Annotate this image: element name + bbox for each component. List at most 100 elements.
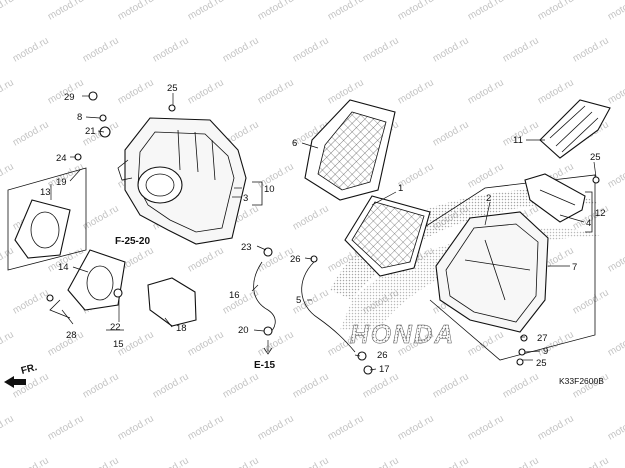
part-label-29: 29 [64,92,75,103]
part-label-23: 23 [241,242,252,253]
watermark-text: motod.ru [221,371,261,400]
watermark-text: motod.ru [11,371,51,400]
part-labels: 1 2 3 4 5 6 7 8 9 10 11 12 13 14 15 16 1… [40,83,606,375]
watermark-text: motod.ru [0,329,16,358]
drain-tube-5 [301,261,356,353]
diagram-code: K33F2600B [559,376,604,386]
group-frame-right [419,174,596,361]
watermark-text: motod.ru [571,35,611,64]
part-label-10: 10 [264,184,275,195]
air-filter-element [344,195,431,277]
part-label-27: 27 [537,333,548,344]
part-label-17: 17 [379,364,390,375]
watermark-text: motod.ru [291,35,331,64]
watermark-text: motod.ru [291,371,331,400]
watermark-text: motod.ru [81,203,121,232]
part-label-26-bottom: 26 [377,350,388,361]
watermark-text: motod.ru [291,203,331,232]
part-label-6: 6 [292,138,297,149]
side-cover [147,277,197,327]
part-label-28: 28 [66,330,77,341]
part-label-13: 13 [40,187,51,198]
watermark-text: motod.ru [536,77,576,106]
watermark-text: motod.ru [256,413,296,442]
watermark-text: motod.ru [256,329,296,358]
watermark-text: motod.ru [326,0,366,23]
watermark-text: motod.ru [221,287,261,316]
group-frame-left [7,167,87,271]
leader-lines [50,93,597,371]
watermark-text: motod.ru [606,329,625,358]
part-label-25-right: 25 [590,152,601,163]
watermark-text: motod.ru [46,0,86,23]
watermark-text: motod.ru [186,329,226,358]
watermark-text: motod.ru [81,455,121,468]
watermark-text: motod.ru [81,35,121,64]
intake-joint-left [14,199,71,259]
air-cleaner-lower-case [435,211,549,333]
intake-funnel [539,99,611,159]
group-frame-3 [252,181,263,206]
part-label-22: 22 [110,322,121,333]
watermark-text: motod.ru [151,455,191,468]
watermark-text: motod.ru [0,77,16,106]
watermark-text: motod.ru [571,455,611,468]
watermark-text: motod.ru [221,455,261,468]
watermark-text: motod.ru [0,0,16,23]
watermark-text: motod.ru [256,77,296,106]
group-frame-12 [585,191,593,233]
part-label-3: 3 [243,193,248,204]
watermark-text: motod.ru [431,35,471,64]
part-label-11: 11 [513,135,523,146]
watermark-text: motod.ru [606,161,625,190]
watermark-text: motod.ru [431,371,471,400]
watermark-text: motod.ru [501,35,541,64]
part-label-16: 16 [229,290,240,301]
part-label-24: 24 [56,153,67,164]
watermark-text: motod.ru [606,0,625,23]
watermark-text: motod.ru [151,35,191,64]
watermark-text: motod.ru [361,455,401,468]
honda-wordmark: HONDA [350,319,455,349]
watermark-text: motod.ru [11,455,51,468]
watermark-text: motod.ru [396,77,436,106]
part-label-20: 20 [238,325,249,336]
watermark-text: motod.ru [361,35,401,64]
watermark-text: motod.ru [116,0,156,23]
watermark-text: motod.ru [11,119,51,148]
watermark-text: motod.ru [11,35,51,64]
part-label-26-left: 26 [290,254,301,265]
watermark-text: motod.ru [116,77,156,106]
watermark-text: motod.ru [151,371,191,400]
watermark-text: motod.ru [536,413,576,442]
part-label-25-top: 25 [167,83,178,94]
watermark-text: motod.ru [256,0,296,23]
watermark-text: motod.ru [361,371,401,400]
part-label-2: 2 [486,193,491,204]
watermark-text: motod.ru [0,413,16,442]
watermark-text: motod.ru [291,455,331,468]
watermark-text: motod.ru [431,455,471,468]
intake-joint-right [49,249,126,319]
watermark-text: motod.ru [501,455,541,468]
part-label-12: 12 [595,208,606,219]
watermark-text: motod.ru [81,371,121,400]
part-label-21: 21 [85,126,96,137]
front-label: FR. [20,362,39,377]
watermark-text: motod.ru [606,77,625,106]
ref-e-15: E-15 [254,360,276,371]
watermark-text: motod.ru [396,0,436,23]
drain-tube-16 [253,261,276,335]
part-label-15: 15 [113,339,124,350]
watermark-text: motod.ru [466,77,506,106]
part-label-8: 8 [77,112,82,123]
watermark-text: motod.ru [46,413,86,442]
watermark-text: motod.ru [326,413,366,442]
watermark-text: motod.ru [186,0,226,23]
part-label-18: 18 [176,323,187,334]
watermark-text: motod.ru [11,287,51,316]
part-label-4: 4 [586,218,591,229]
part-label-25-bottom: 25 [536,358,547,369]
watermark-text: motod.ru [466,0,506,23]
